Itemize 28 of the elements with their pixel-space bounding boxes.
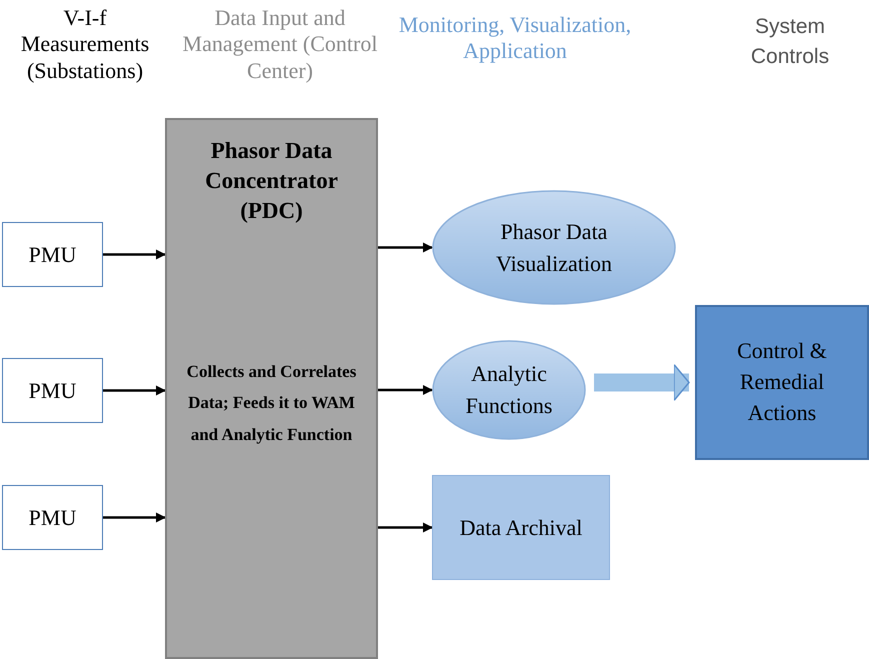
pmu-box [2, 222, 103, 287]
node-label: PMU [28, 504, 76, 530]
node-label: PMU [28, 242, 76, 268]
concentrator-box [165, 118, 378, 659]
pmu-box [2, 358, 103, 423]
node-label: Phasor Data Visualization [495, 218, 613, 278]
control-box [695, 305, 869, 460]
pmu-box [2, 485, 103, 550]
arrow [103, 386, 166, 396]
archive-box [432, 475, 610, 580]
node-label: Analytic Functions [464, 360, 554, 420]
column-heading: System Controls [750, 14, 830, 70]
arrow [378, 242, 433, 252]
node-label: Control & Remedial Actions [736, 337, 828, 427]
function-ellipse [432, 340, 586, 440]
box-description: Collects and Correlates Data; Feeds it to WAM and Analytic Function [186, 360, 358, 446]
box-title: Phasor Data Concentrator (PDC) [204, 137, 339, 225]
column-heading: Data Input and Management (Control Center) [182, 5, 378, 84]
block-arrow [594, 364, 690, 402]
arrow [378, 385, 433, 395]
arrow [103, 250, 166, 260]
node-label: Data Archival [460, 514, 582, 540]
arrow [103, 512, 166, 522]
column-heading: V-I-f Measurements (Substations) [20, 5, 150, 84]
arrow [378, 522, 433, 532]
node-label: PMU [28, 378, 76, 404]
function-ellipse [432, 190, 676, 305]
column-heading: Monitoring, Visualization, Application [398, 12, 632, 65]
